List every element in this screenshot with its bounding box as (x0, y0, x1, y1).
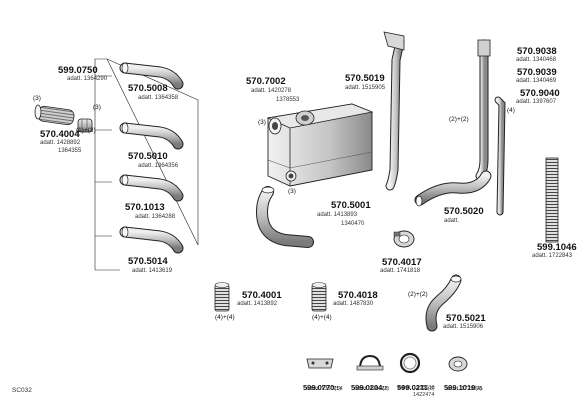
part-570-5001-note-2: 1340470 (341, 221, 365, 227)
clamp-599-0204 (356, 354, 384, 371)
qty-tailpipe-end: (4) (507, 107, 515, 114)
pipe-570-9038 (475, 39, 491, 181)
part-570-9039-code: 570.9039 (517, 67, 557, 78)
left-bracket-lines (94, 58, 199, 271)
clamp-570-4017 (393, 230, 415, 248)
part-570-5010-note: adatt. 1364356 (138, 163, 179, 169)
part-570-5020-note: adatt. (444, 218, 460, 224)
qty-flex-4001: (4)+(4) (215, 314, 235, 321)
part-570-5019-code: 570.5019 (345, 73, 385, 84)
part-599-1046-code: 599.1046 (537, 242, 577, 253)
part-570-7002-code: 570.7002 (246, 76, 286, 87)
flex-pipe-570-4001 (214, 282, 230, 312)
part-599-0211-note-2: 1422474 (413, 392, 435, 398)
part-570-5020-code: 570.5020 (444, 206, 484, 217)
part-570-1013-code: 570.1013 (125, 202, 165, 213)
part-570-5010-code: 570.5010 (128, 151, 168, 162)
part-599-0211-qty: (3) (427, 386, 435, 392)
part-599-0770-label: 599.0770(1) (303, 378, 341, 394)
qty-tailpipe-clamps: (2)+(2) (449, 116, 469, 123)
qty-clamp-combo: (1)+(3) (76, 127, 96, 134)
part-599-1019-note: adatt. 1779825 (446, 386, 483, 392)
qty-flex-4018: (4)+(4) (312, 314, 332, 321)
flex-pipe-570-4018 (311, 282, 327, 312)
part-599-0750-note: adatt. 1364290 (67, 76, 108, 82)
part-570-4004-note-1: adatt. 1428892 (40, 140, 81, 146)
qty-silencer-inlet: (3) (258, 119, 266, 126)
part-599-1019-qty: (4) (475, 386, 483, 392)
part-570-5019-note: adatt. 1515905 (345, 85, 386, 91)
part-599-1046-note: adatt. 1722843 (532, 253, 573, 259)
qty-clamp: (3) (93, 104, 101, 111)
pipe-570-5010 (119, 122, 184, 150)
part-570-5008-note: adatt. 1364358 (138, 95, 179, 101)
part-570-5001-note-1: adatt. 1413893 (317, 212, 358, 218)
part-570-4001-code: 570.4001 (242, 290, 282, 301)
pipe-570-5019 (383, 31, 405, 191)
pipe-570-5021 (425, 274, 462, 332)
part-570-5008-code: 570.5008 (128, 83, 168, 94)
part-570-4004-code: 570.4004 (40, 129, 80, 140)
qty-s-pipe: (2)+(2) (408, 291, 428, 298)
part-570-7002-note-1: adatt. 1420278 (251, 88, 292, 94)
pipe-570-9040-end (494, 96, 506, 216)
part-599-1019-code: 599.1019 (444, 383, 476, 392)
gasket-599-1019 (448, 356, 468, 372)
silencer-570-7002 (266, 103, 374, 187)
qty-flex-pipe-end: (3) (33, 95, 41, 102)
part-599-0770-code: 599.0770 (303, 383, 335, 392)
part-570-4001-note: adatt. 1413892 (237, 301, 278, 307)
part-599-1019-label: 599.1019(4) (444, 378, 482, 394)
part-570-5021-code: 570.5021 (446, 313, 486, 324)
part-570-4004-note-2: 1364355 (58, 148, 82, 154)
part-599-0204-qty: (2) (382, 386, 390, 392)
bracket-599-0770 (306, 358, 334, 369)
part-599-0770-note: adatt. 1360294 (306, 386, 343, 392)
part-570-5021-note: adatt. 1515906 (443, 324, 484, 330)
part-599-0204-label: 599.0204(2) (351, 378, 389, 394)
part-570-5001-code: 570.5001 (331, 200, 371, 211)
part-570-9040-code: 570.9040 (520, 88, 560, 99)
part-570-9038-code: 570.9038 (517, 46, 557, 57)
part-570-9038-note: adatt. 1340468 (516, 57, 557, 63)
pipe-570-5020 (414, 170, 492, 207)
pipe-570-5001 (255, 186, 314, 248)
part-599-0750-code: 599.0750 (58, 65, 98, 76)
clamp-599-0750 (77, 118, 93, 133)
sheet-reference: SC032 (12, 387, 32, 394)
part-570-4017-note: adatt. 1741818 (380, 268, 421, 274)
part-570-1013-note: adatt. 1364288 (135, 214, 176, 220)
part-570-9039-note: adatt. 1340469 (516, 78, 557, 84)
pipe-570-5014 (119, 226, 184, 254)
pipe-570-1013 (119, 174, 184, 202)
part-599-0770-qty: (1) (334, 386, 342, 392)
part-570-7002-note-2: 1378553 (276, 97, 300, 103)
flex-pipe-570-4004 (34, 104, 75, 126)
part-599-0211-note-1: adatt. 1335618 (398, 385, 435, 391)
part-570-5014-code: 570.5014 (128, 256, 168, 267)
part-570-4017-code: 570.4017 (382, 257, 422, 268)
part-599-0211-code: 599.0211 (397, 383, 428, 392)
part-599-0204-note: adatt. 328928 (354, 386, 388, 392)
part-570-9040-note: adatt. 1397607 (516, 99, 557, 105)
part-570-4018-code: 570.4018 (338, 290, 378, 301)
band-clamp-599-0211 (399, 352, 421, 374)
qty-silencer-outlet: (3) (288, 188, 296, 195)
heat-shield-599-1046 (545, 157, 559, 243)
part-570-5014-note: adatt. 1413619 (132, 268, 173, 274)
part-599-0204-code: 599.0204 (351, 383, 383, 392)
part-599-0211-label: 599.0211(3) (397, 378, 435, 394)
part-570-4018-note: adatt. 1487830 (333, 301, 374, 307)
pipe-570-5008 (119, 62, 184, 90)
